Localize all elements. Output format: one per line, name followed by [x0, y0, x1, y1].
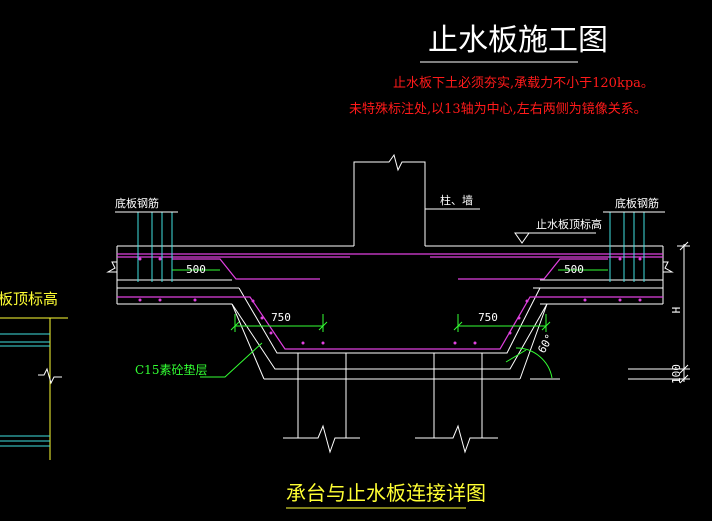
column-wall: 柱、墙 — [353, 153, 480, 246]
angle-text: 60° — [535, 332, 556, 356]
dim-750-right-text: 750 — [478, 311, 498, 324]
slab-top-elevation-marker: 止水板顶标高 — [514, 217, 602, 244]
dim-500-right-text: 500 — [564, 263, 584, 276]
height-dimension — [628, 241, 690, 384]
dim-750-right — [453, 314, 551, 332]
drawing-title: 止水板施工图 — [428, 23, 608, 58]
rebar-lines — [117, 253, 663, 350]
dim-500-right: 500 — [558, 263, 608, 276]
dim-500-left-text: 500 — [186, 263, 206, 276]
dim-100-text: 100 — [670, 364, 683, 384]
bottom-rebar-label-right: 底板钢筋 — [615, 196, 659, 210]
dim-750-left-text: 750 — [271, 311, 291, 324]
bottom-rebar-label-left: 底板钢筋 — [115, 196, 159, 210]
note-line-2: 未特殊标注处,以13轴为中心,左右两侧为镜像关系。 — [349, 102, 647, 117]
pile-left — [283, 353, 360, 454]
rebar-dots — [138, 257, 642, 345]
dim-500-left: 500 — [172, 263, 220, 276]
dim-750-left — [230, 314, 328, 332]
left-rebar-verticals — [115, 211, 178, 282]
detail-title: 承台与止水板连接详图 — [286, 481, 486, 505]
left-partial-label: 板顶标高 — [0, 290, 58, 308]
right-rebar-verticals — [603, 211, 665, 282]
slab-outline — [106, 245, 674, 380]
cushion-label: C15素砼垫层 — [135, 362, 207, 377]
pile-right — [415, 353, 498, 454]
note-line-1: 止水板下土必须夯实,承载力不小于120kpa。 — [393, 76, 654, 91]
column-wall-label: 柱、墙 — [440, 193, 473, 207]
left-partial-detail: 板顶标高 — [0, 290, 68, 460]
cushion-leader: C15素砼垫层 — [135, 342, 263, 378]
height-h-text: H — [670, 307, 683, 314]
slab-top-elevation-label: 止水板顶标高 — [536, 217, 602, 231]
